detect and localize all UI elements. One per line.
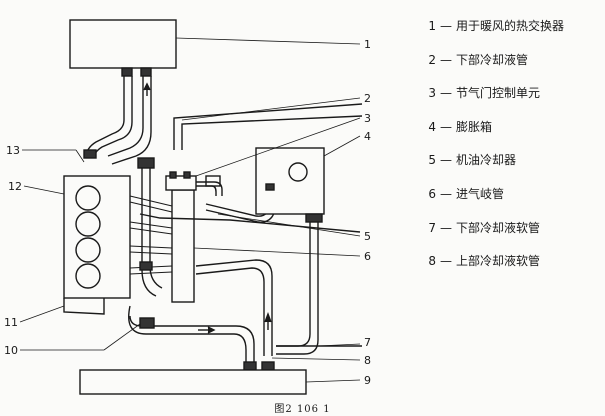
legend-number: 8 [428, 254, 436, 269]
legend-dash: — [440, 119, 452, 134]
callout-6: 6 [364, 250, 371, 263]
overflow-line [173, 103, 363, 150]
callout-9: 9 [364, 374, 371, 387]
legend-number: 3 [428, 86, 436, 101]
upper-coolant-hose [195, 259, 273, 356]
heater-connector-right [140, 67, 152, 77]
legend-number: 1 [428, 19, 436, 33]
legend-number: 6 [428, 186, 436, 201]
callout-4: 4 [364, 130, 371, 143]
legend-item: 8 — 上部冷却液软管 [424, 255, 602, 289]
legend-dash: — [440, 186, 452, 201]
legend-text: 下部冷却液管 [456, 52, 529, 67]
engine-lower-section [63, 298, 105, 315]
expansion-tank [255, 147, 325, 215]
legend-item: 3 — 节气门控制单元 [424, 87, 602, 121]
callout-10: 10 [4, 344, 18, 357]
callout-1: 1 [364, 38, 371, 51]
radiator [79, 369, 307, 395]
leader-lines [19, 37, 361, 383]
legend-number: 2 [428, 52, 436, 67]
legend-text: 机油冷却器 [456, 153, 517, 168]
callout-7: 7 [364, 336, 371, 349]
heater-heat-exchanger [69, 19, 177, 69]
cylinder-4 [75, 263, 101, 289]
legend-dash: — [440, 86, 452, 101]
legend-text: 节气门控制单元 [456, 86, 541, 101]
lower-coolant-hose [128, 305, 255, 364]
heater-hoses [83, 76, 152, 165]
heater-connector-left [121, 67, 133, 77]
legend-item: 4 — 膨胀箱 [424, 121, 602, 155]
callout-12: 12 [8, 180, 22, 193]
legend-item: 1 — 用于暖风的热交换器 [424, 20, 602, 54]
figure-caption: 图2 106 1 [274, 404, 331, 415]
legend: 1 — 用于暖风的热交换器 2 — 下部冷却液管 3 — 节气门控制单元 4 — 膨胀箱 5 — 机… [424, 20, 602, 289]
legend-text: 下部冷却液软管 [456, 220, 541, 235]
legend-number: 5 [428, 153, 436, 168]
legend-text: 上部冷却液软管 [456, 254, 541, 269]
tank-return-hose [276, 213, 323, 355]
legend-dash: — [440, 52, 452, 67]
callout-13: 13 [6, 144, 20, 157]
legend-dash: — [440, 254, 452, 269]
intake-manifold [171, 189, 195, 303]
cylinder-1 [75, 185, 101, 211]
legend-number: 7 [428, 220, 436, 235]
callout-5: 5 [364, 230, 371, 243]
legend-dash: — [440, 220, 452, 235]
legend-item: 7 — 下部冷却液软管 [424, 222, 602, 256]
cylinder-3 [75, 237, 101, 263]
expansion-tank-cap [288, 162, 308, 182]
legend-dash: — [440, 153, 452, 168]
throttle-line [181, 115, 363, 150]
callout-8: 8 [364, 354, 371, 367]
callout-11: 11 [4, 316, 18, 329]
legend-item: 5 — 机油冷却器 [424, 154, 602, 188]
callout-2: 2 [364, 92, 371, 105]
legend-item: 2 — 下部冷却液管 [424, 54, 602, 88]
lower-coolant-pipe [137, 157, 163, 297]
legend-item: 6 — 进气岐管 [424, 188, 602, 222]
legend-text: 膨胀箱 [456, 119, 493, 134]
cylinder-2 [75, 211, 101, 237]
throttle-control-unit [165, 171, 223, 196]
engine-block [63, 175, 131, 299]
legend-text: 用于暖风的热交换器 [456, 19, 565, 33]
legend-dash: — [440, 19, 452, 33]
callout-3: 3 [364, 112, 371, 125]
legend-text: 进气岐管 [456, 186, 505, 201]
legend-number: 4 [428, 119, 436, 134]
